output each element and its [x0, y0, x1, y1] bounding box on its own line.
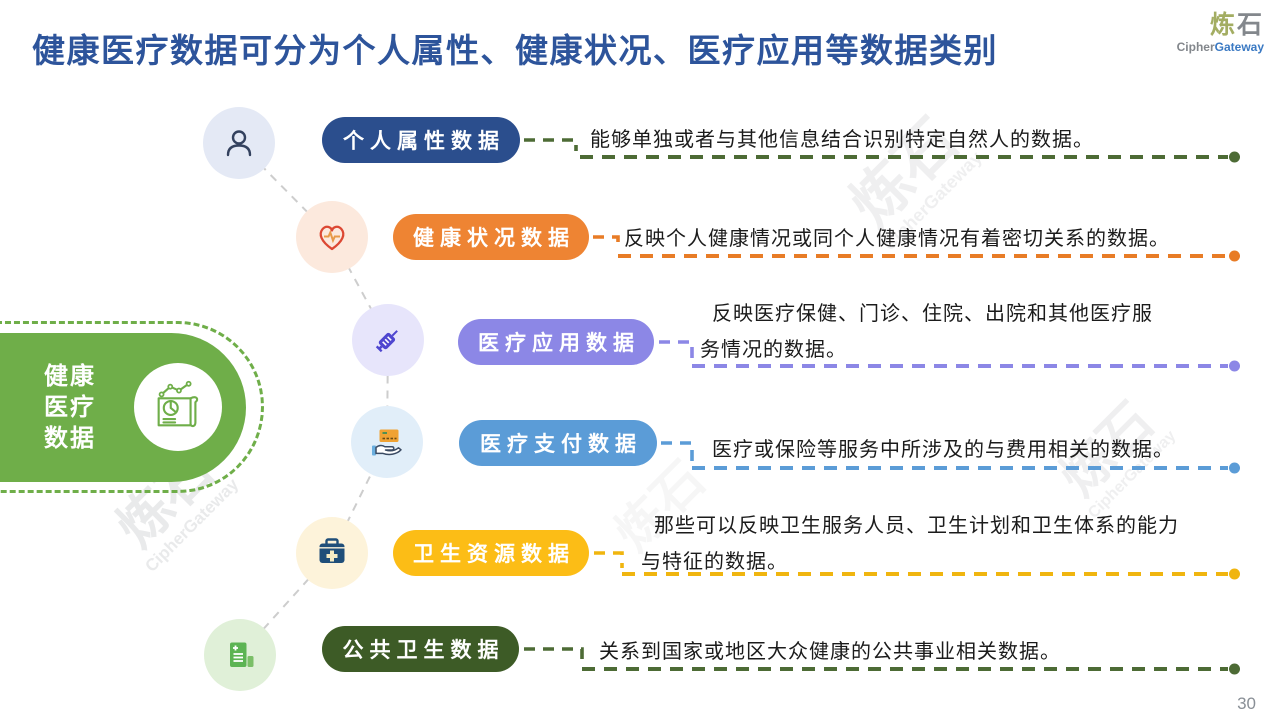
desc-underline-4 — [692, 466, 1228, 470]
page-title: 健康医疗数据可分为个人属性、健康状况、医疗应用等数据类别 — [32, 32, 998, 69]
desc-underline-1 — [580, 155, 1228, 159]
root-node-outline — [0, 321, 264, 493]
root-node-label: 健康 医疗 数据 — [44, 363, 96, 452]
elbow-3 — [659, 340, 694, 360]
payment-icon — [351, 406, 423, 478]
brand-logo-en: CipherGateway — [1176, 39, 1264, 54]
desc-underline-2 — [618, 254, 1228, 258]
chart-report-icon — [134, 363, 222, 451]
category-desc-medical-application: 反映医疗保健、门诊、住院、出院和其他医疗服 务情况的数据。 — [700, 303, 1153, 361]
elbow-5 — [594, 551, 624, 568]
category-desc-health-resource: 那些可以反映卫生服务人员、卫生计划和卫生体系的能力 与特征的数据。 — [641, 515, 1179, 573]
category-desc-personal-attribute: 能够单独或者与其他信息结合识别特定自然人的数据。 — [590, 129, 1094, 151]
desc-underline-3 — [692, 364, 1228, 368]
brand-logo-zh: 炼石 — [1209, 11, 1264, 39]
brand-logo: 炼石 CipherGateway — [1176, 11, 1264, 54]
category-pill-health-status: 健康状况数据 — [393, 214, 589, 260]
page-number: 30 — [1237, 694, 1256, 713]
category-pill-medical-application: 医疗应用数据 — [458, 319, 654, 365]
syringe-icon — [352, 304, 424, 376]
person-icon — [203, 107, 275, 179]
desc-underline-6 — [582, 667, 1228, 671]
heart-icon — [296, 201, 368, 273]
category-desc-health-status: 反映个人健康情况或同个人健康情况有着密切关系的数据。 — [624, 228, 1170, 250]
medkit-icon — [296, 517, 368, 589]
category-pill-public-health: 公共卫生数据 — [322, 626, 519, 672]
root-node: 健康 医疗 数据 — [0, 333, 246, 482]
category-pill-medical-payment: 医疗支付数据 — [459, 420, 657, 466]
document-icon — [204, 619, 276, 691]
category-pill-health-resource: 卫生资源数据 — [393, 530, 589, 576]
category-desc-public-health: 关系到国家或地区大众健康的公共事业相关数据。 — [599, 641, 1061, 663]
category-pill-personal-attribute: 个人属性数据 — [322, 117, 520, 163]
elbow-6 — [524, 647, 584, 663]
desc-underline-5 — [622, 572, 1228, 576]
category-desc-medical-payment: 医疗或保险等服务中所涉及的与费用相关的数据。 — [712, 439, 1174, 461]
elbow-2 — [593, 235, 620, 250]
elbow-1 — [524, 138, 578, 151]
elbow-4 — [661, 441, 694, 462]
